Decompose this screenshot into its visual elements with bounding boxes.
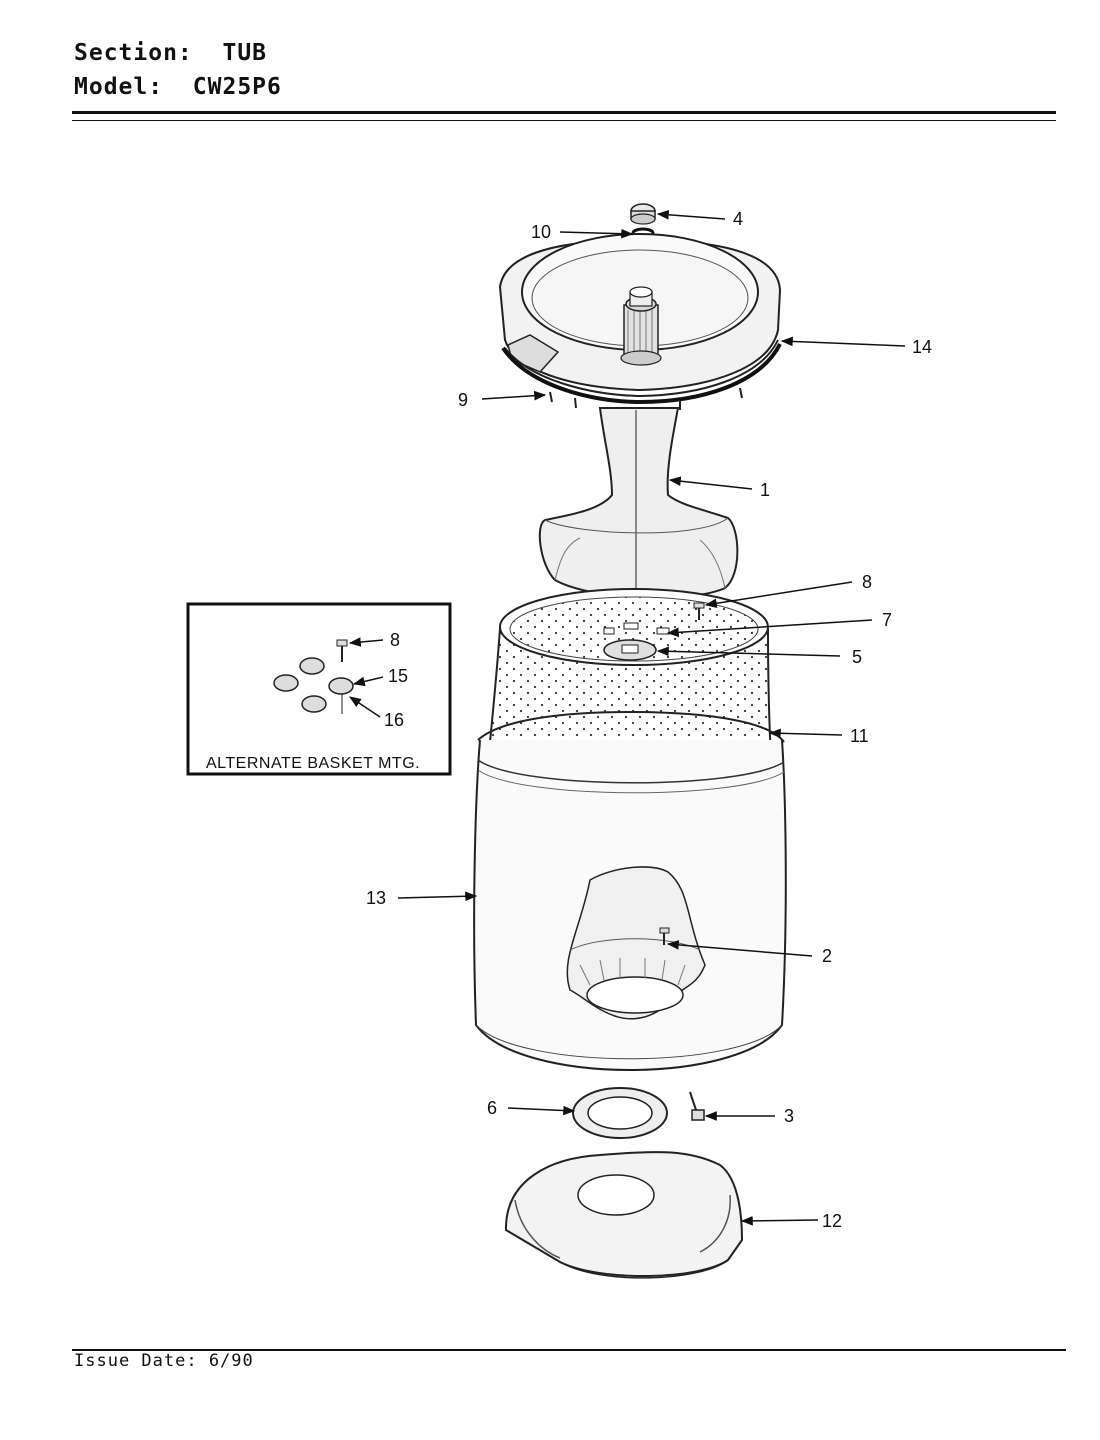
section-line: Section: TUB [74, 40, 267, 66]
callout-5: 5 [852, 647, 862, 667]
callout-6: 6 [487, 1098, 497, 1118]
model-value: CW25P6 [192, 74, 282, 100]
callout-14: 14 [912, 337, 932, 357]
part-screw-main [693, 602, 705, 620]
part-gasket [572, 1087, 668, 1139]
part-tub-ring [498, 233, 782, 398]
model-line: Model: CW25P6 [74, 74, 282, 100]
callout-1: 1 [760, 480, 770, 500]
callout-4: 4 [733, 209, 743, 229]
section-value: TUB [222, 40, 268, 66]
callout-10: 10 [531, 222, 551, 242]
inset-callout-15: 15 [388, 666, 408, 686]
issue-date: Issue Date: 6/90 [74, 1351, 254, 1371]
header-rule-thick [72, 111, 1056, 114]
footer-rule [72, 1349, 1066, 1351]
callout-12: 12 [822, 1211, 842, 1231]
callout-9: 9 [458, 390, 468, 410]
model-label: Model: [74, 74, 164, 100]
callout-8: 8 [862, 572, 872, 592]
part-bolt [689, 1091, 705, 1121]
inset-callout-16: 16 [384, 710, 404, 730]
inset-caption: ALTERNATE BASKET MTG. [206, 755, 420, 772]
inset-alternate-basket [186, 602, 452, 776]
part-agitator [538, 407, 739, 600]
callout-13: 13 [366, 888, 386, 908]
inset-callout-8: 8 [390, 630, 400, 650]
part-cap [630, 203, 656, 225]
section-label: Section: [74, 40, 193, 66]
part-base [504, 1151, 744, 1279]
inset-grommets [273, 639, 354, 714]
callout-2: 2 [822, 946, 832, 966]
part-outer-tub [473, 710, 787, 1071]
callout-3: 3 [784, 1106, 794, 1126]
callout-11: 11 [850, 726, 869, 746]
part-seal-band [501, 343, 782, 405]
callout-7: 7 [882, 610, 892, 630]
header-rule-thin [72, 120, 1056, 121]
leader-lines [348, 210, 906, 1226]
